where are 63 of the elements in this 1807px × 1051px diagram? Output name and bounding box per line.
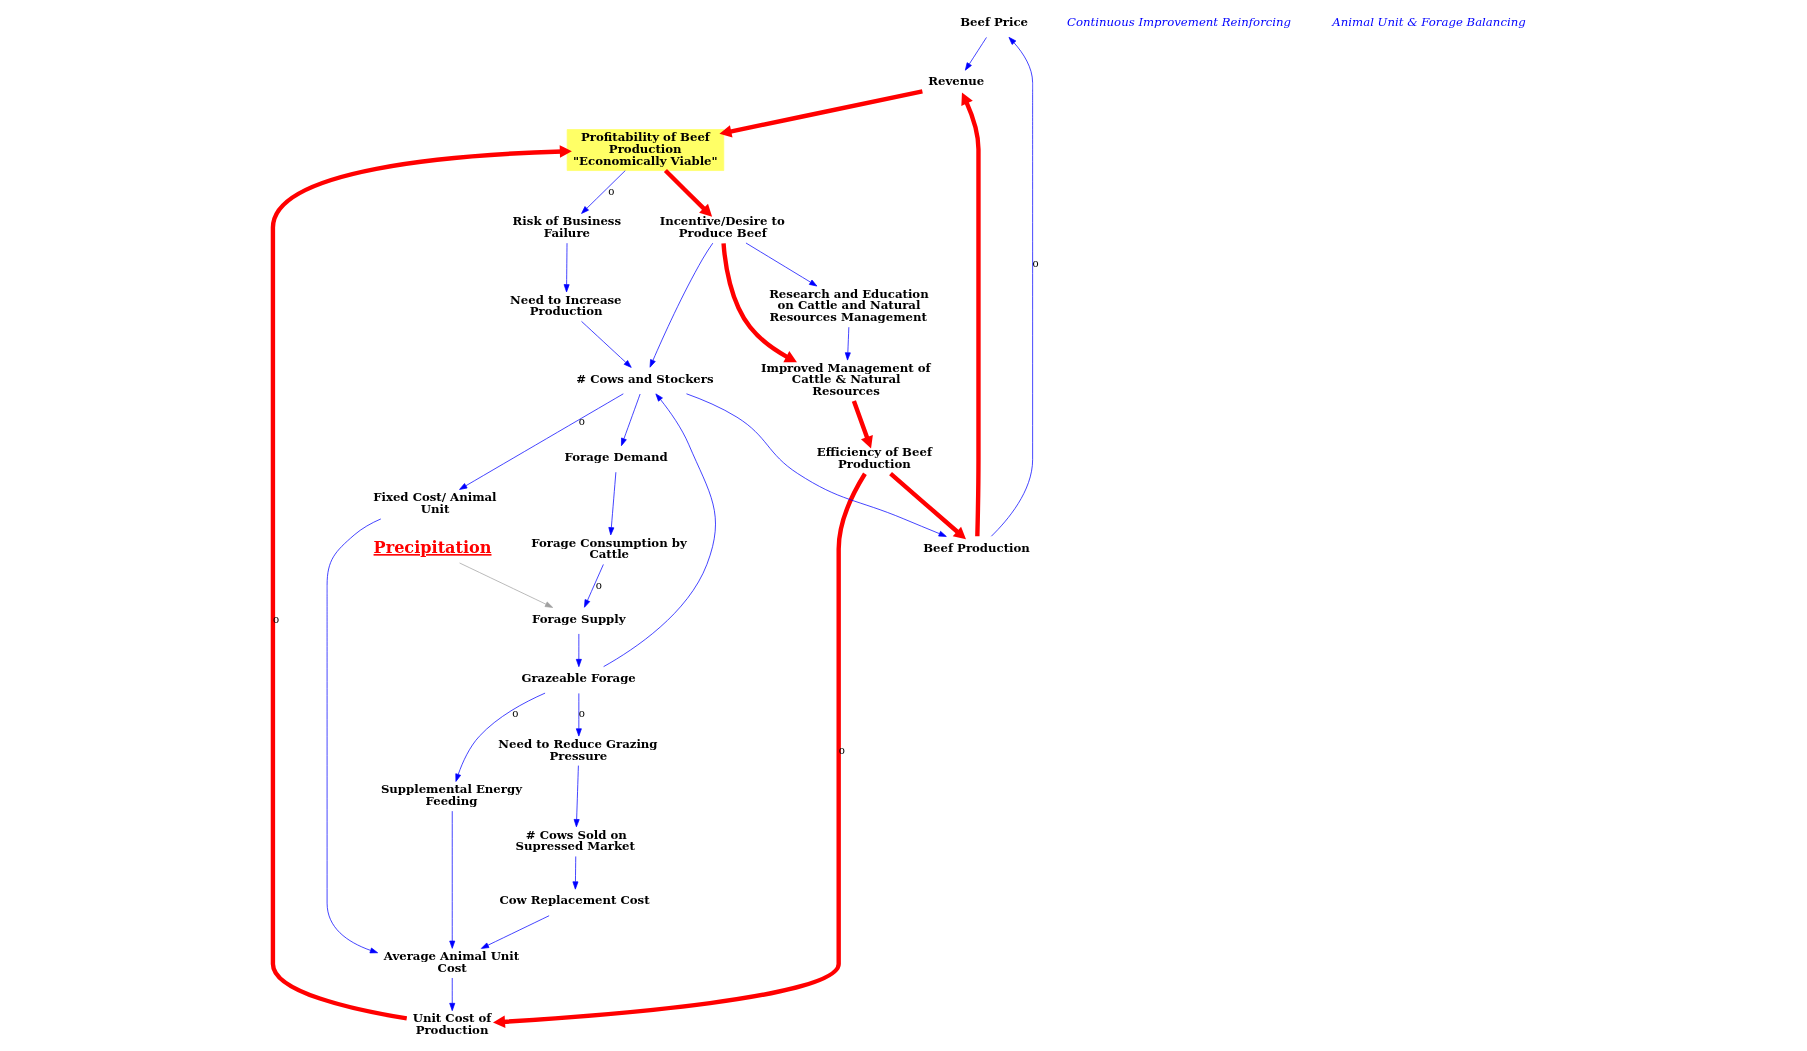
node-text: Efficiency of Beef Production bbox=[816, 444, 932, 471]
arrow bbox=[580, 170, 626, 214]
node-text: Supplemental Energy Feeding bbox=[380, 782, 522, 808]
node-text: Beef Price bbox=[959, 15, 1028, 30]
node-text: Fixed Cost/ Animal Unit bbox=[372, 490, 497, 516]
node-text: Improved Management of Cattle & Natural Resources bbox=[760, 360, 931, 399]
arrow bbox=[851, 400, 873, 449]
edge-label: o bbox=[595, 578, 602, 591]
node-text: # Cows Sold on Supressed Market bbox=[515, 827, 635, 854]
edge-label: o bbox=[607, 184, 614, 197]
arrow bbox=[573, 765, 580, 828]
node-text: Grazeable Forage bbox=[520, 670, 636, 685]
label: Animal Unit & Forage Balancing bbox=[1331, 15, 1526, 30]
arrow bbox=[563, 242, 570, 293]
arrow bbox=[458, 562, 553, 608]
arrow bbox=[575, 633, 582, 668]
arrow bbox=[844, 326, 851, 361]
node-text: Incentive/Desire to Produce Beef bbox=[659, 214, 785, 240]
arrow bbox=[663, 169, 712, 217]
node-text: Need to Reduce Grazing Pressure bbox=[497, 736, 658, 763]
edge-label: o bbox=[511, 707, 518, 720]
arrow bbox=[602, 393, 716, 667]
arrow bbox=[492, 472, 867, 1029]
node-text: Forage Demand bbox=[564, 449, 668, 464]
node-text: Need to Increase Production bbox=[509, 292, 622, 319]
arrow bbox=[448, 810, 455, 949]
arrow bbox=[583, 564, 604, 608]
node-text: # Cows and Stockers bbox=[575, 371, 713, 386]
arrow bbox=[326, 518, 381, 954]
arrow bbox=[575, 693, 582, 737]
arrow bbox=[448, 977, 455, 1011]
node-text: Forage Consumption by Cattle bbox=[530, 535, 687, 562]
arrow bbox=[649, 242, 713, 368]
arrow bbox=[745, 242, 817, 287]
arrow bbox=[480, 915, 549, 949]
arrow bbox=[964, 37, 987, 71]
arrow bbox=[960, 92, 981, 537]
node-text: Precipitation bbox=[373, 538, 492, 558]
arrow bbox=[888, 471, 966, 540]
arrow bbox=[718, 89, 923, 138]
arrow bbox=[580, 321, 632, 368]
node-text: Cow Replacement Cost bbox=[498, 893, 650, 908]
arrow bbox=[607, 471, 616, 536]
arrow bbox=[685, 393, 947, 537]
arrow bbox=[720, 243, 797, 363]
arrow bbox=[454, 692, 545, 782]
arrow bbox=[458, 393, 624, 490]
node-text: Forage Supply bbox=[531, 611, 626, 626]
edge-label: o bbox=[578, 415, 585, 428]
node-text: Average Animal Unit Cost bbox=[383, 949, 519, 975]
node-text: Revenue bbox=[927, 74, 984, 89]
arrow bbox=[990, 37, 1033, 537]
label: Continuous Improvement Reinforcing bbox=[1066, 15, 1291, 30]
edge-label: o bbox=[578, 707, 585, 720]
node-box: Profitability of Beef Production "Economically Viable" bbox=[566, 129, 724, 171]
arrow bbox=[572, 856, 578, 890]
node-text: Beef Production bbox=[922, 540, 1030, 555]
edge-label: o bbox=[1032, 257, 1039, 270]
node-text: Risk of Business Failure bbox=[512, 214, 621, 240]
arrow bbox=[620, 393, 640, 447]
arrow bbox=[270, 145, 572, 1021]
node-text: Unit Cost of Production bbox=[412, 1011, 491, 1038]
node-text: Research and Education on Cattle and Natural Resources Management bbox=[768, 286, 929, 325]
